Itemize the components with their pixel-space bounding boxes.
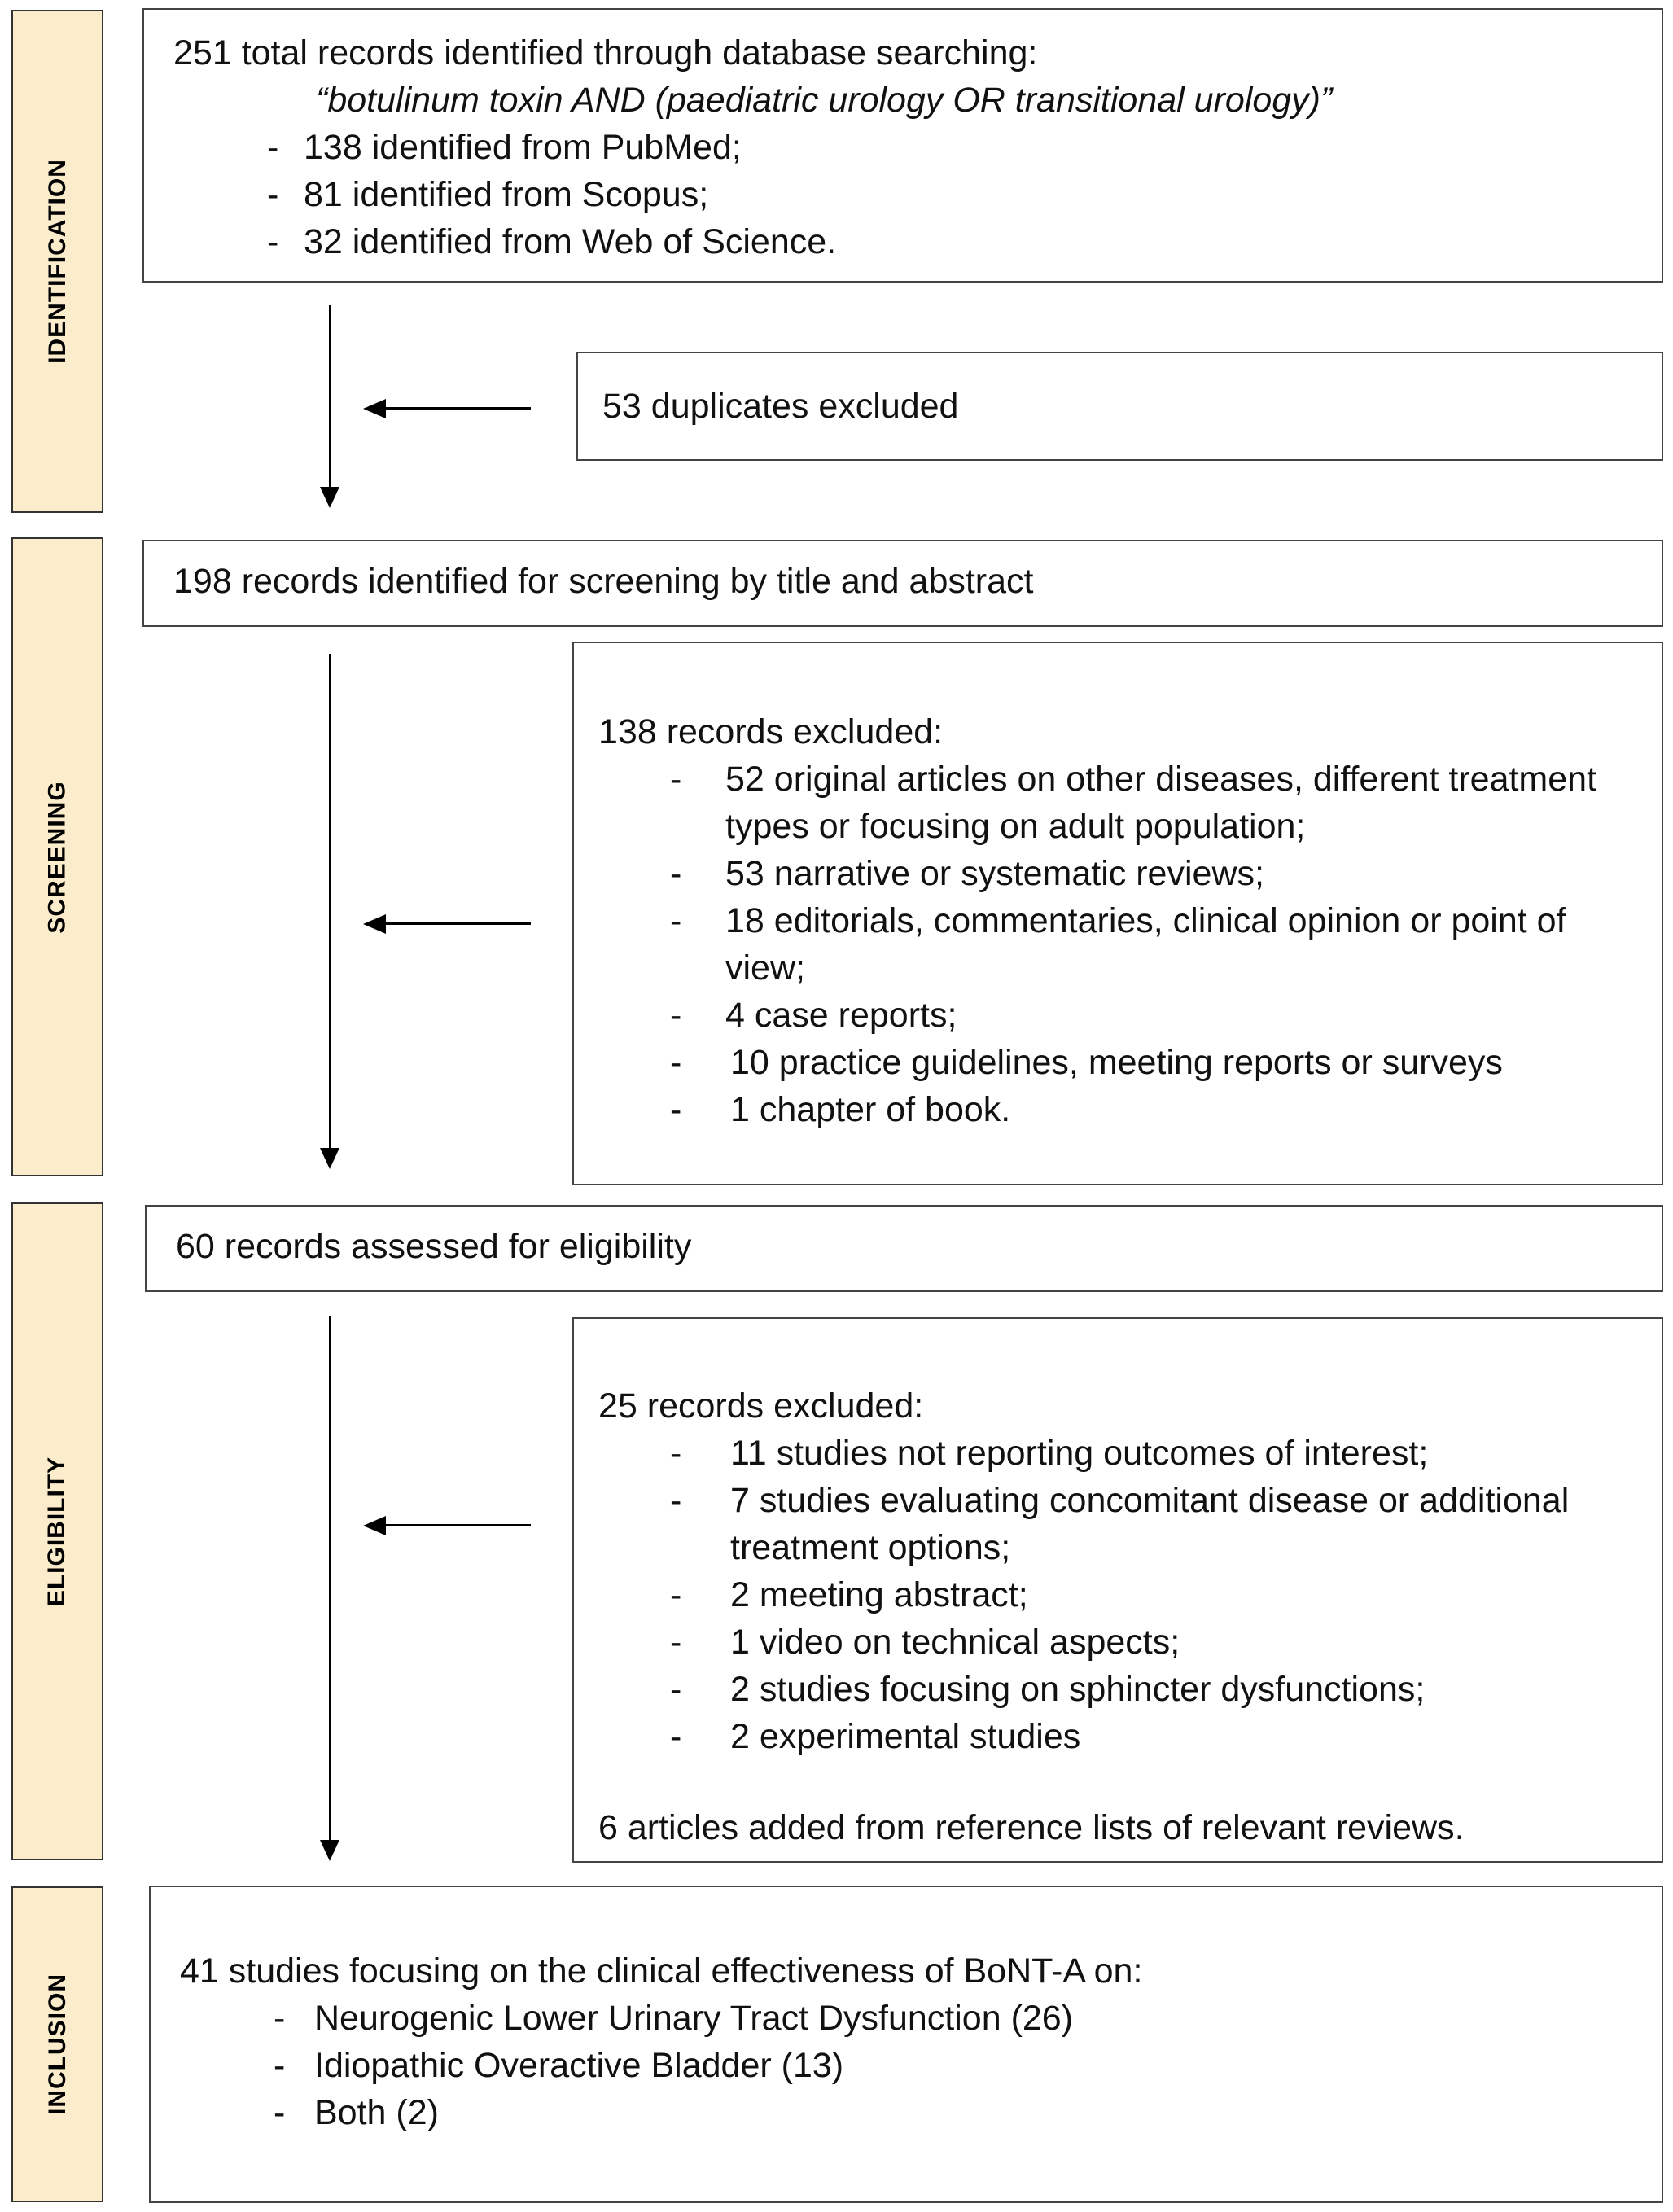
- list-item: -Neurogenic Lower Urinary Tract Dysfunct…: [274, 1999, 1074, 2038]
- duplicates-text: 53 duplicates excluded: [602, 387, 959, 426]
- stage-screening-label: SCREENING: [43, 780, 71, 934]
- eligibility-excluded-box: 25 records excluded: -11 studies not rep…: [572, 1317, 1663, 1863]
- list-item: -10 practice guidelines, meeting reports…: [670, 1043, 1503, 1082]
- duplicates-box: 53 duplicates excluded: [576, 352, 1663, 461]
- list-item: -1 chapter of book.: [670, 1090, 1011, 1129]
- flow-line: [329, 1316, 331, 1846]
- list-item: -2 meeting abstract;: [670, 1575, 1028, 1614]
- flow-line: [329, 305, 331, 493]
- arrow-left-icon: [363, 399, 386, 418]
- list-item: -1 video on technical aspects;: [670, 1623, 1180, 1662]
- eligibility-excluded-title: 25 records excluded:: [598, 1386, 924, 1426]
- identification-total: 251 total records identified through dat…: [173, 33, 1038, 72]
- arrow-down-icon: [320, 1148, 339, 1169]
- inclusion-title: 41 studies focusing on the clinical effe…: [180, 1951, 1143, 1991]
- inclusion-box: 41 studies focusing on the clinical effe…: [149, 1886, 1663, 2203]
- list-item: -2 experimental studies: [670, 1717, 1081, 1756]
- identification-box: 251 total records identified through dat…: [142, 8, 1663, 283]
- list-item: -53 narrative or systematic reviews;: [670, 854, 1264, 893]
- stage-eligibility: ELIGIBILITY: [11, 1202, 103, 1860]
- list-item: -11 studies not reporting outcomes of in…: [670, 1434, 1429, 1473]
- search-query: “botulinum toxin AND (paediatric urology…: [316, 81, 1333, 120]
- list-item: -4 case reports;: [670, 996, 957, 1035]
- stage-inclusion-label: INCLUSION: [43, 1973, 71, 2115]
- stage-identification: IDENTIFICATION: [11, 10, 103, 513]
- exclusion-line: [383, 1524, 531, 1526]
- exclusion-line: [383, 407, 531, 410]
- stage-screening: SCREENING: [11, 537, 103, 1176]
- exclusion-line: [383, 922, 531, 925]
- eligibility-added: 6 articles added from reference lists of…: [598, 1808, 1465, 1847]
- screening-box: 198 records identified for screening by …: [142, 540, 1663, 627]
- stage-identification-label: IDENTIFICATION: [43, 159, 71, 364]
- list-item: -7 studies evaluating concomitant diseas…: [670, 1481, 1570, 1567]
- list-item: -81 identified from Scopus;: [267, 175, 709, 214]
- eligibility-text: 60 records assessed for eligibility: [176, 1227, 692, 1266]
- list-item: -52 original articles on other diseases,…: [670, 760, 1597, 846]
- list-item: -Both (2): [274, 2093, 439, 2132]
- arrow-left-icon: [363, 1516, 386, 1535]
- arrow-left-icon: [363, 914, 386, 934]
- screening-excluded-title: 138 records excluded:: [598, 712, 944, 751]
- eligibility-box: 60 records assessed for eligibility: [145, 1205, 1663, 1292]
- list-item: -138 identified from PubMed;: [267, 128, 742, 167]
- list-item: -32 identified from Web of Science.: [267, 222, 837, 261]
- arrow-down-icon: [320, 1840, 339, 1861]
- flow-line: [329, 654, 331, 1159]
- list-item: -Idiopathic Overactive Bladder (13): [274, 2046, 844, 2085]
- stage-inclusion: INCLUSION: [11, 1886, 103, 2202]
- list-item: -2 studies focusing on sphincter dysfunc…: [670, 1670, 1426, 1709]
- screening-text: 198 records identified for screening by …: [173, 562, 1034, 601]
- arrow-down-icon: [320, 487, 339, 508]
- list-item: -18 editorials, commentaries, clinical o…: [670, 901, 1566, 988]
- screening-excluded-box: 138 records excluded: -52 original artic…: [572, 642, 1663, 1185]
- stage-eligibility-label: ELIGIBILITY: [43, 1456, 71, 1607]
